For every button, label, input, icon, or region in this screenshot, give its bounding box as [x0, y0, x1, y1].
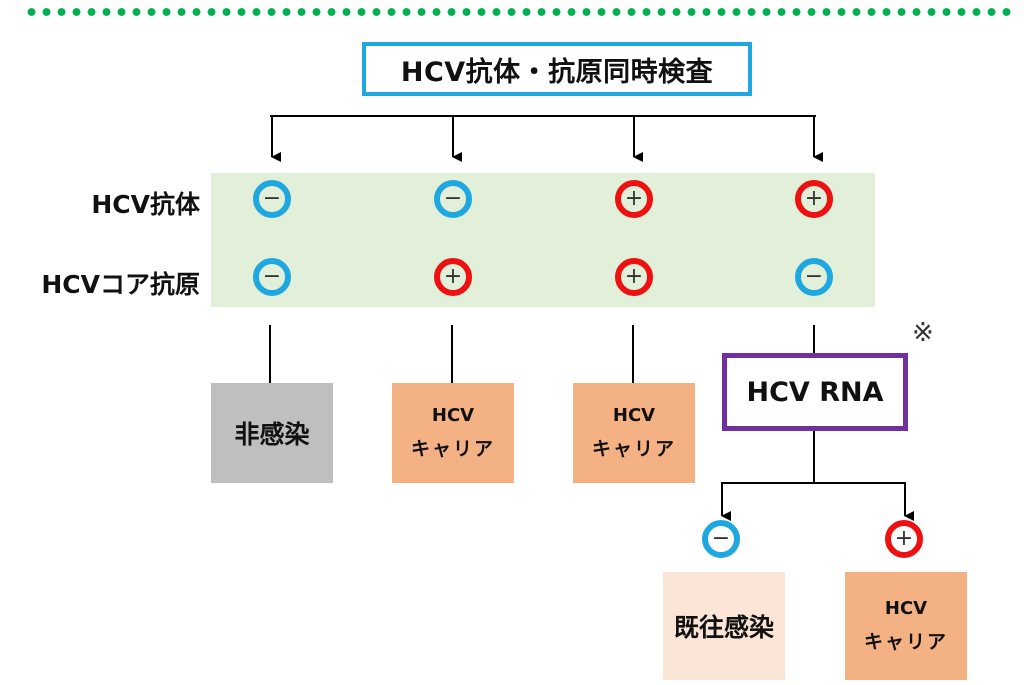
hcv-rna-test-box: HCV RNA: [722, 353, 908, 431]
result-hcv-carrier: HCV キャリア: [845, 572, 967, 680]
test-title-box: HCV抗体・抗原同時検査: [362, 42, 752, 96]
row-label-core-antigen: HCVコア抗原: [41, 270, 200, 299]
antibody-positive-icon: +: [795, 180, 833, 218]
antibody-negative-icon: −: [253, 180, 291, 218]
rna-positive-icon: +: [885, 520, 923, 558]
core-antigen-positive-icon: +: [615, 258, 653, 296]
note-mark: ※: [912, 318, 934, 348]
dotted-divider: [24, 7, 1016, 17]
results-band: [211, 173, 875, 307]
core-antigen-negative-icon: −: [253, 258, 291, 296]
test-title: HCV抗体・抗原同時検査: [400, 56, 714, 88]
result-uninfected: 非感染: [211, 383, 333, 483]
result-hcv-carrier: HCV キャリア: [392, 383, 514, 483]
result-past-infection: 既往感染: [663, 572, 785, 680]
result-hcv-carrier: HCV キャリア: [573, 383, 695, 483]
antibody-positive-icon: +: [615, 180, 653, 218]
antibody-negative-icon: −: [434, 180, 472, 218]
core-antigen-positive-icon: +: [434, 258, 472, 296]
core-antigen-negative-icon: −: [795, 258, 833, 296]
row-label-antibody: HCV抗体: [91, 190, 200, 219]
rna-negative-icon: −: [702, 520, 740, 558]
